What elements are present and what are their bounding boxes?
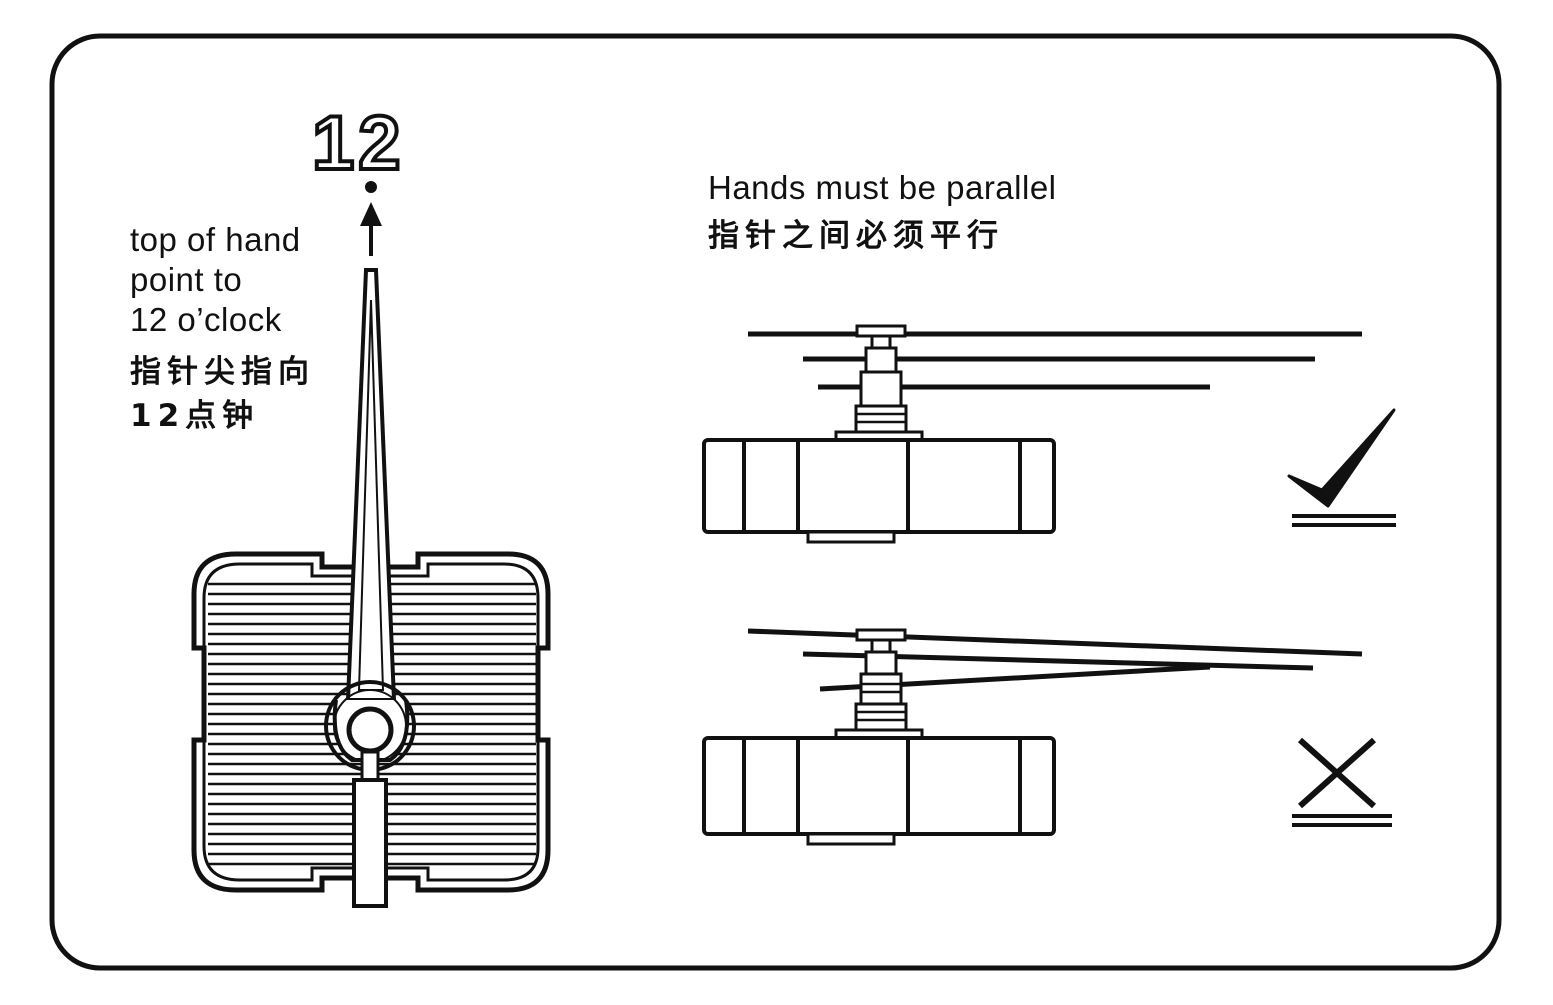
cross-icon [1292,737,1392,827]
left-note: top of hand point to 12 o’clock 指针尖指向 12… [130,220,315,438]
right-note-zh: 指针之间必须平行 [708,218,1004,254]
left-note-zh-line-1: 指针尖指向 [130,354,315,390]
left-note-zh-line-2: 12点钟 [130,398,260,434]
twelve-oclock-label: 12 [310,99,405,188]
movement-side-view-correct [702,324,1362,544]
outer-frame [49,33,1502,971]
pointer-arrow [360,181,382,256]
minute-hand [324,268,416,908]
right-note: Hands must be parallel 指针之间必须平行 [708,168,1057,258]
movement-side-view-wrong [702,628,1363,846]
left-note-en-line-1: top of hand [130,221,301,258]
left-note-en-line-2: point to [130,261,243,298]
check-icon [1287,408,1396,527]
right-note-en: Hands must be parallel [708,169,1057,206]
left-note-en-line-3: 12 o’clock [130,301,282,338]
